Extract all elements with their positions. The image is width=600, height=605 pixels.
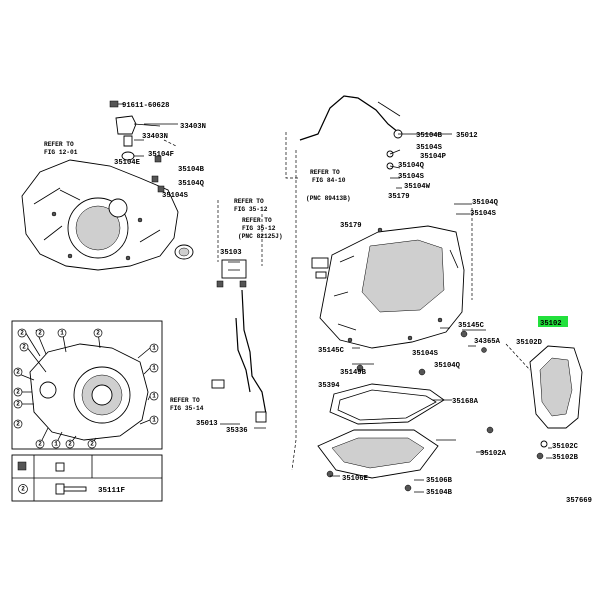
refer-note-4-line3: (PNC 82125J) <box>238 233 283 240</box>
label-35394: 35394 <box>318 382 340 390</box>
bolt-legend-table: 2 35111F <box>11 454 163 502</box>
dipstick-and-tube <box>211 259 267 423</box>
legend-callout-2: 2 <box>21 486 25 493</box>
label-35103: 35103 <box>220 249 242 257</box>
label-35104q-2: 35104Q <box>472 199 499 207</box>
label-35012: 35012 <box>456 132 478 140</box>
svg-text:1: 1 <box>152 365 156 372</box>
refer-note-2-line2: FIG 84-10 <box>312 177 346 184</box>
label-35104f-left: 35104F <box>148 151 174 159</box>
refer-note-1-line1: REFER TO <box>44 141 74 148</box>
svg-text:2: 2 <box>96 330 100 337</box>
label-34365a: 34365A <box>474 338 501 346</box>
label-35102b: 35102B <box>552 454 579 462</box>
breather-plug-parts <box>109 100 165 193</box>
part-number-labels: 91611-60628 33403N 33403N 35104E 35104F … <box>114 102 579 497</box>
bolt-layout-inset <box>11 320 163 450</box>
svg-text:2: 2 <box>16 421 20 428</box>
svg-text:2: 2 <box>68 441 72 448</box>
leader-lines <box>144 101 552 493</box>
inset-callouts: 2 2 1 2 2 2 2 2 2 2 1 2 2 1 1 1 1 <box>13 328 159 449</box>
refer-note-4-line2: FIG 35-12 <box>242 225 276 232</box>
refer-note-5-line1: REFER TO <box>170 397 200 404</box>
extension-housing-right <box>486 345 583 460</box>
label-35102c: 35102C <box>552 443 579 451</box>
flange-bolt-shank-icon <box>63 486 87 492</box>
refer-note-1-line2: FIG 12-01 <box>44 149 78 156</box>
label-91611: 91611-60628 <box>122 102 169 110</box>
label-35106e: 35106E <box>342 475 369 483</box>
highlight-35102 <box>538 316 568 327</box>
label-35104s-3: 35104S <box>470 210 497 218</box>
stud-icon <box>55 462 65 472</box>
svg-text:1: 1 <box>152 345 156 352</box>
flange-bolt-icon <box>55 483 65 495</box>
automatic-transaxle-case <box>311 225 487 376</box>
label-35102-highlighted[interactable]: 35102 <box>540 320 562 328</box>
svg-text:2: 2 <box>22 344 26 351</box>
label-35179-a: 35179 <box>388 193 410 201</box>
label-35336: 35336 <box>226 427 248 435</box>
label-35104w: 35104W <box>404 183 431 191</box>
label-35104s-left: 35104S <box>162 192 189 200</box>
label-35102a: 35102A <box>480 450 507 458</box>
label-35168a: 35168A <box>452 398 479 406</box>
bolt-type-icon <box>17 461 27 471</box>
label-35104p: 35104P <box>420 153 447 161</box>
legend-35111f: 35111F <box>98 487 126 495</box>
svg-text:2: 2 <box>16 401 20 408</box>
label-35145c-left: 35145C <box>318 347 345 355</box>
svg-text:2: 2 <box>20 330 24 337</box>
oil-pan-gasket <box>329 383 445 425</box>
svg-text:1: 1 <box>152 417 156 424</box>
label-33403n-mid: 33403N <box>142 133 168 141</box>
svg-text:2: 2 <box>16 389 20 396</box>
oil-pan <box>317 429 439 492</box>
svg-text:1: 1 <box>60 330 64 337</box>
label-35104s-1: 35104S <box>416 144 443 152</box>
transaxle-case-drawing <box>21 159 194 271</box>
svg-text:2: 2 <box>38 441 42 448</box>
label-35104s-4: 35104S <box>412 350 439 358</box>
label-35145c-right: 35145C <box>458 322 485 330</box>
refer-note-4-line1: REFER TO <box>242 217 272 224</box>
refer-note-3-line2: FIG 35-12 <box>234 206 268 213</box>
label-35104b-bottom: 35104B <box>426 489 453 497</box>
reference-notes: REFER TO FIG 12-01 REFER TO FIG 84-10 (P… <box>44 141 351 412</box>
label-35104b-left: 35104B <box>178 166 205 174</box>
svg-text:1: 1 <box>54 441 58 448</box>
label-35179-b: 35179 <box>340 222 362 230</box>
refer-note-3-line1: REFER TO <box>234 198 264 205</box>
label-35013: 35013 <box>196 420 218 428</box>
svg-text:2: 2 <box>16 369 20 376</box>
svg-text:2: 2 <box>38 330 42 337</box>
label-35104q-1: 35104Q <box>398 162 425 170</box>
label-35102d: 35102D <box>516 339 543 347</box>
label-35104q-left: 35104Q <box>178 180 205 188</box>
label-35104q-3: 35104Q <box>434 362 461 370</box>
refer-note-2-line3: (PNC 89413B) <box>306 195 351 202</box>
label-35104e: 35104E <box>114 159 141 167</box>
label-35106b: 35106B <box>426 477 453 485</box>
label-35149b: 35149B <box>340 369 367 377</box>
svg-text:1: 1 <box>152 393 156 400</box>
refer-note-5-line2: FIG 35-14 <box>170 405 204 412</box>
refer-note-2-line1: REFER TO <box>310 169 340 176</box>
label-33403n-top: 33403N <box>180 123 206 131</box>
svg-text:2: 2 <box>90 441 94 448</box>
label-35104b-right: 35104B <box>416 132 443 140</box>
label-35104s-2: 35104S <box>398 173 425 181</box>
diagram-id: 357669 <box>566 497 592 505</box>
oil-cooler-pipe <box>299 95 403 170</box>
